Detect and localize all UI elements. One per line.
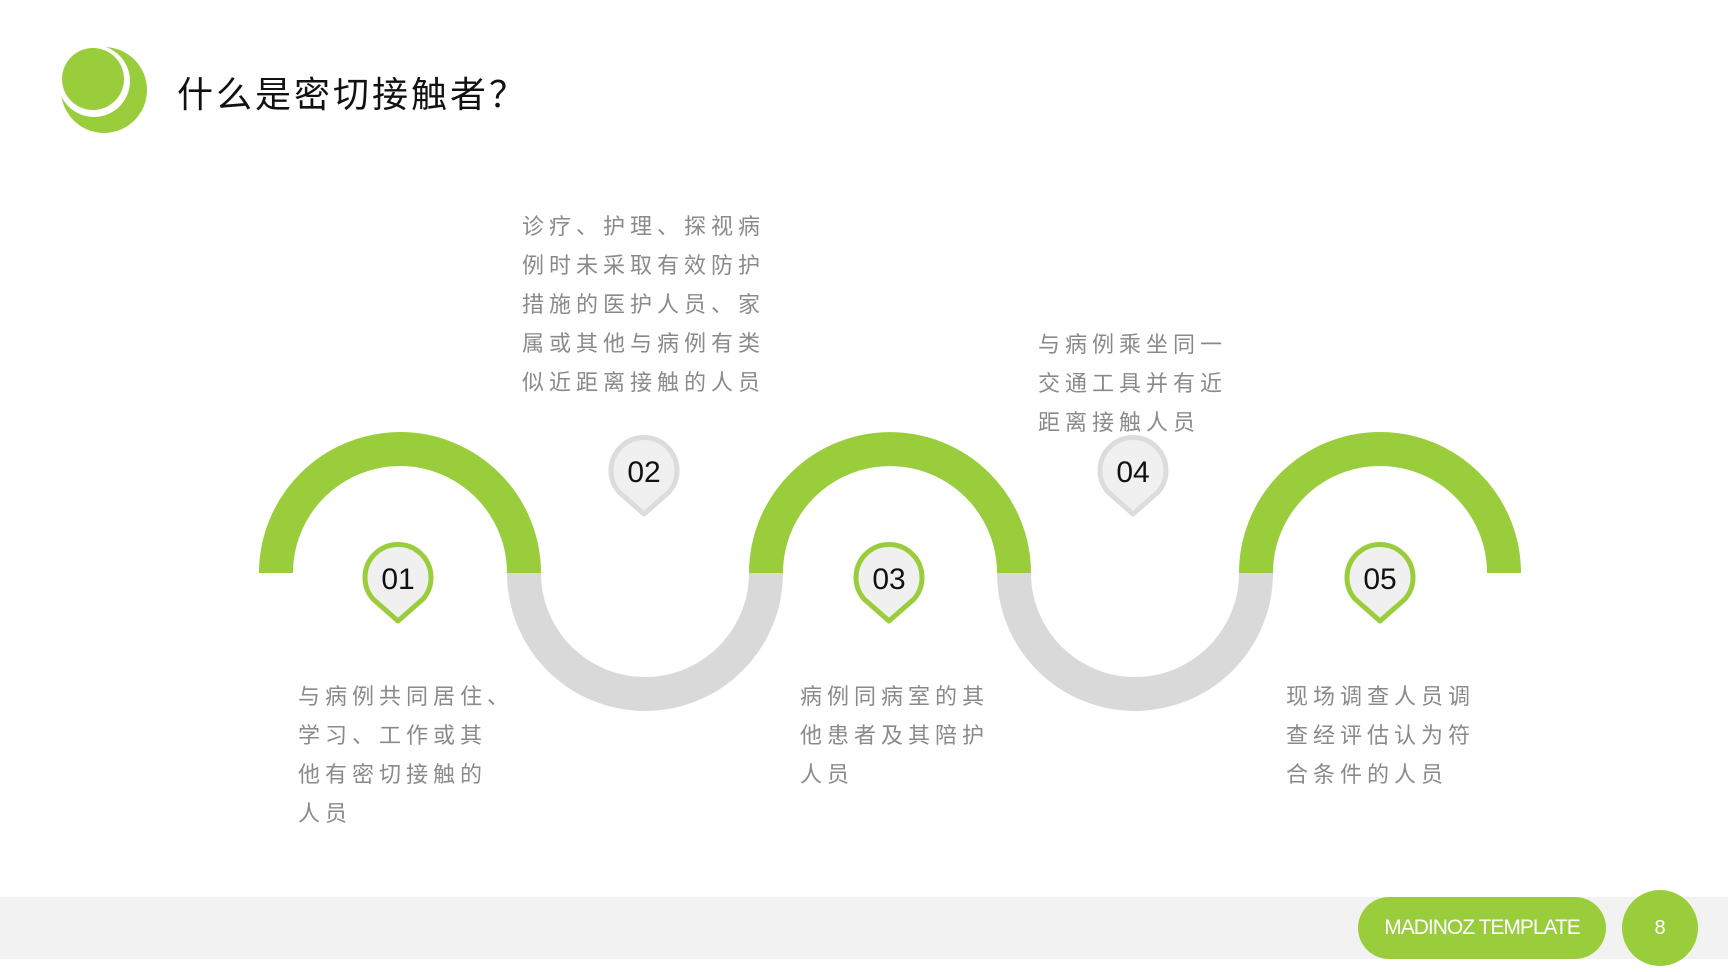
- page-number: 8: [1622, 890, 1698, 966]
- map-pin-icon: [362, 541, 434, 624]
- desc-line: 学习、工作或其: [298, 724, 488, 749]
- step-description-05: 现场调查人员调 查经评估认为符 合条件的人员: [1286, 678, 1475, 795]
- map-pin-icon: [853, 541, 925, 624]
- step-pin-01: 01: [358, 539, 438, 635]
- step-pin-03: 03: [849, 539, 929, 635]
- desc-line: 与病例乘坐同一: [1038, 333, 1228, 358]
- desc-line: 诊疗、护理、探视病: [522, 215, 766, 240]
- desc-line: 合条件的人员: [1286, 763, 1449, 788]
- desc-line: 例时未采取有效防护: [522, 254, 766, 279]
- map-pin-icon: [1344, 541, 1416, 624]
- step-pin-02: 02: [604, 432, 684, 528]
- arc-green-3: [1239, 432, 1521, 574]
- desc-line: 人员: [298, 802, 353, 827]
- step-number: 03: [872, 563, 906, 596]
- desc-line: 病例同病室的其: [800, 685, 990, 710]
- desc-line: 他患者及其陪护: [800, 724, 990, 749]
- step-description-02: 诊疗、护理、探视病 例时未采取有效防护 措施的医护人员、家 属或其他与病例有类 …: [522, 208, 765, 403]
- desc-line: 人员: [800, 763, 855, 788]
- step-number: 04: [1116, 456, 1150, 489]
- step-description-03: 病例同病室的其 他患者及其陪护 人员: [800, 678, 989, 795]
- step-pin-04: 04: [1093, 432, 1173, 528]
- step-description-04: 与病例乘坐同一 交通工具并有近 距离接触人员: [1038, 326, 1227, 443]
- desc-line: 措施的医护人员、家: [522, 293, 766, 318]
- desc-line: 现场调查人员调: [1286, 685, 1476, 710]
- map-pin-icon: [608, 434, 680, 517]
- page-title: 什么是密切接触者？: [177, 75, 529, 116]
- arc-gray-1: [507, 572, 783, 711]
- step-number: 02: [627, 456, 661, 489]
- arc-gray-2: [997, 572, 1273, 711]
- desc-line: 似近距离接触的人员: [522, 371, 766, 396]
- step-number: 01: [381, 563, 415, 596]
- desc-line: 距离接触人员: [1038, 411, 1201, 436]
- brand-badge: MADINOZ TEMPLATE: [1358, 897, 1606, 959]
- step-number: 05: [1363, 563, 1397, 596]
- desc-line: 查经评估认为符: [1286, 724, 1476, 749]
- map-pin-icon: [1097, 434, 1169, 517]
- arc-green-1: [259, 432, 541, 574]
- desc-line: 属或其他与病例有类: [522, 332, 766, 357]
- desc-line: 他有密切接触的: [298, 763, 488, 788]
- logo-circles-icon: [58, 45, 147, 133]
- step-pin-05: 05: [1340, 539, 1420, 635]
- step-description-01: 与病例共同居住、 学习、工作或其 他有密切接触的 人员: [298, 678, 514, 834]
- desc-line: 交通工具并有近: [1038, 372, 1228, 397]
- arc-green-2: [749, 432, 1031, 574]
- desc-line: 与病例共同居住、: [298, 685, 515, 710]
